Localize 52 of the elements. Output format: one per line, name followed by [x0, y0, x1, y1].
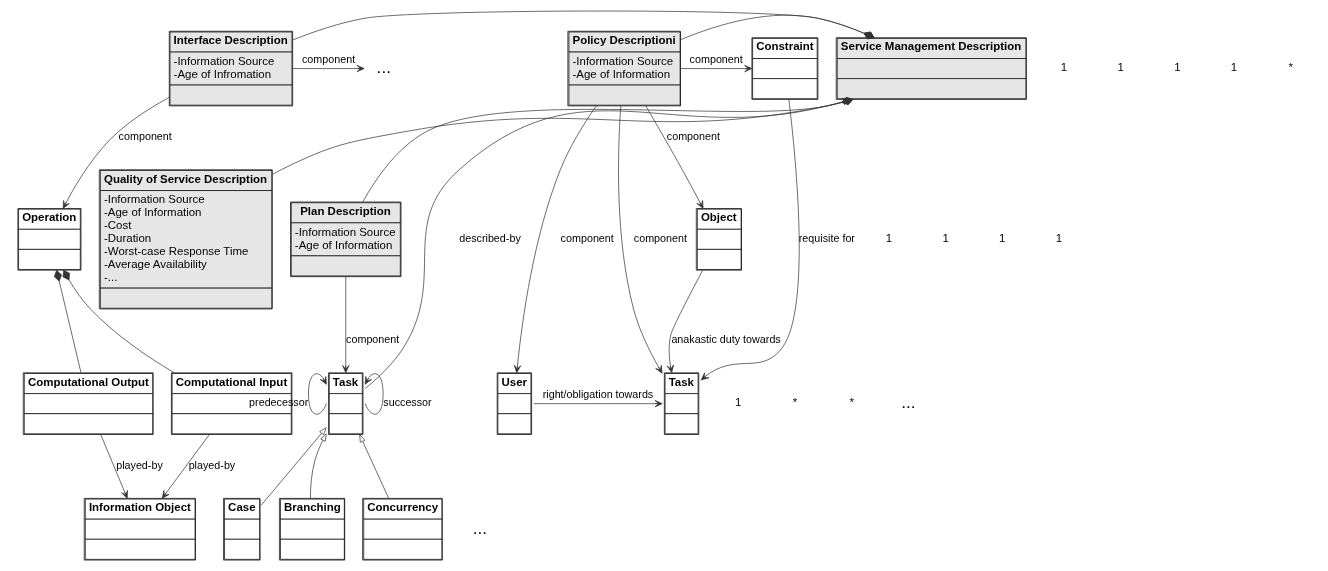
- connector: [272, 97, 854, 175]
- edge-label: component: [560, 231, 614, 244]
- arrow: [666, 270, 703, 373]
- label: *: [849, 396, 854, 409]
- arrow: [342, 276, 350, 373]
- edge-label: described-by: [459, 231, 521, 244]
- label: ...: [901, 392, 916, 413]
- edge-label: right/obligation towards: [542, 387, 654, 400]
- label: 1: [885, 232, 893, 245]
- arrow: [680, 65, 753, 73]
- node-text: ...: [376, 57, 391, 78]
- label: 1: [1174, 61, 1181, 74]
- arrow: [513, 105, 597, 374]
- edge-label: requisite for: [798, 231, 855, 244]
- label: 1: [999, 232, 1006, 245]
- label: 1: [1230, 61, 1238, 74]
- arrow: [618, 105, 663, 374]
- edge-label: component: [633, 231, 688, 244]
- connector: [680, 14, 875, 41]
- edge-label: component: [118, 130, 172, 143]
- connector: [362, 97, 854, 203]
- label: 1: [735, 396, 742, 409]
- label: ...: [472, 517, 488, 538]
- connector: [292, 10, 875, 41]
- edge-label: played-by: [188, 458, 236, 471]
- label: 1: [1055, 232, 1063, 245]
- arrow: [645, 105, 704, 209]
- label: 1: [1060, 61, 1068, 74]
- arrow: [260, 427, 327, 506]
- arrow: [533, 400, 663, 408]
- edge-label: component: [301, 52, 356, 65]
- arrow: [700, 99, 800, 381]
- label: 1: [1117, 61, 1124, 74]
- arrow: [161, 434, 210, 499]
- edge-label: played-by: [116, 458, 163, 471]
- arrow: [100, 434, 128, 499]
- label: *: [792, 396, 798, 409]
- edge-label: component: [666, 130, 721, 143]
- arrow: [292, 65, 365, 73]
- arrow: [62, 97, 170, 209]
- edge-label: successor: [383, 396, 432, 409]
- label: 1: [942, 232, 949, 245]
- connector: [53, 269, 82, 373]
- arrow: [364, 373, 384, 415]
- connector: [62, 269, 175, 373]
- edge-label: component: [689, 52, 743, 65]
- edge-label: component: [346, 333, 400, 346]
- edge-label: anakastic duty towards: [671, 333, 781, 346]
- arrow: [359, 434, 389, 499]
- arrow: [310, 433, 327, 499]
- label: *: [1288, 61, 1293, 74]
- arrow: [308, 373, 327, 415]
